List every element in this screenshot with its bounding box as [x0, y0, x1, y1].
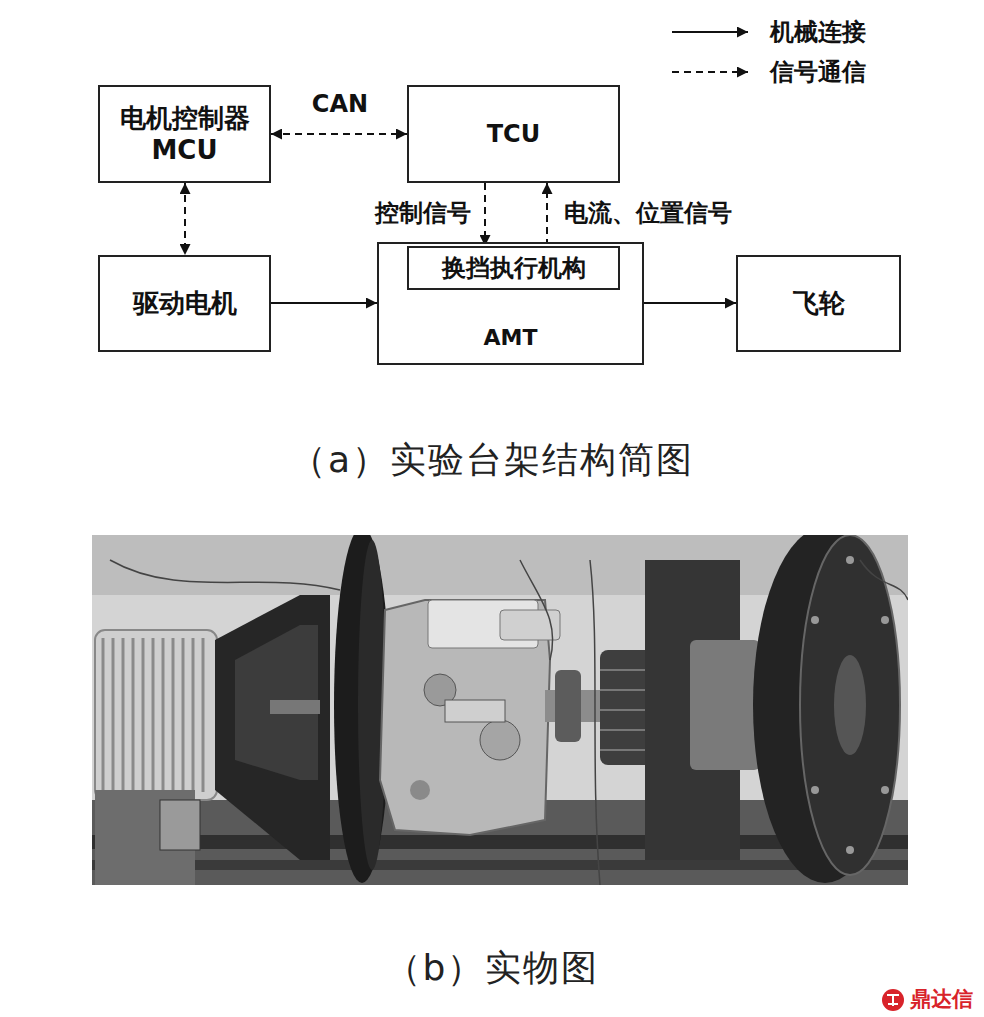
- watermark: 鼎达信: [910, 987, 973, 1012]
- signal-label: CAN: [310, 90, 370, 119]
- signal-arrow: [184, 183, 186, 255]
- box-label: 换挡执行机构: [442, 253, 586, 283]
- figure-caption: （a）实验台架结构简图: [290, 438, 694, 481]
- box-label: TCU: [487, 119, 540, 149]
- signal-label: 电流、位置信号: [562, 199, 734, 228]
- watermark-logo: [882, 989, 904, 1011]
- signal-label: 控制信号: [373, 199, 473, 228]
- figure-caption: （b）实物图: [385, 946, 600, 989]
- legend-sample: [672, 31, 748, 33]
- transmission-box: AMT 换挡执行机构: [377, 242, 644, 365]
- tcu-box: TCU: [407, 85, 620, 183]
- box-label: AMT: [484, 324, 538, 352]
- box-label: 飞轮: [793, 287, 845, 320]
- signal-arrow: [271, 133, 407, 135]
- signal-arrow: [546, 183, 548, 246]
- signal-arrow: [484, 183, 486, 246]
- box-label: 电机控制器 MCU: [108, 102, 261, 167]
- flywheel-box: 飞轮: [736, 255, 901, 352]
- mechanical-arrow: [644, 302, 736, 304]
- test-bench-photo: [92, 535, 908, 885]
- motor-box: 驱动电机: [98, 255, 271, 352]
- mechanical-arrow: [271, 302, 377, 304]
- legend-label: 机械连接: [770, 18, 866, 47]
- legend-sample: [672, 71, 748, 73]
- legend-label: 信号通信: [770, 58, 866, 87]
- controller-box: 电机控制器 MCU: [98, 85, 271, 183]
- actuator-box: 换挡执行机构: [407, 246, 620, 290]
- box-label: 驱动电机: [133, 287, 237, 320]
